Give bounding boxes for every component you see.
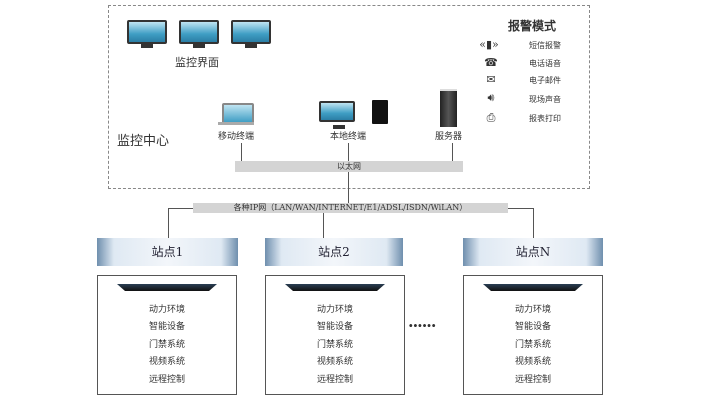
monitor-icon [179,20,219,48]
alarm-item: 现场声音 [529,95,561,104]
local-terminal-label: 本地终端 [330,132,367,142]
phone-icon: ☎ [484,56,498,69]
printer-icon: ⎙ [486,111,496,124]
device-icon [483,284,583,291]
center-title: 监控中心 [117,134,170,149]
station-header: 站点N [463,238,603,266]
monitor-label: 监控界面 [175,56,219,69]
monitor-icon [231,20,271,48]
ellipsis: ······ [408,316,436,335]
station-header: 站点2 [265,238,403,266]
alarm-title: 报警模式 [508,19,557,33]
ethernet-bar: 以太网 [235,161,463,172]
monitor-icon [127,20,167,48]
monitoring-center-box [108,5,590,189]
alarm-item: 报表打印 [529,114,561,123]
device-icon [285,284,385,291]
device-icon [117,284,217,291]
alarm-item: 电话语音 [529,59,561,68]
alarm-item: 短信报警 [529,41,561,50]
laptop-icon [222,103,254,124]
station-box: 动力环境智能设备门禁系统视频系统远程控制 [97,275,237,395]
server-icon [440,89,457,127]
sms-icon: «▮» [479,38,499,51]
mail-icon: ✉ [486,73,496,86]
tower-icon [372,100,388,124]
server-label: 服务器 [435,132,463,142]
ip-network-bar: 各种IP网（LAN/WAN/INTERNET/E1/ADSL/ISDN/WiLA… [193,203,508,213]
desktop-icon [319,101,355,129]
mobile-terminal-label: 移动终端 [218,132,255,142]
station-header: 站点1 [97,238,238,266]
speaker-icon: 🔊︎ [487,91,495,104]
station-box: 动力环境智能设备门禁系统视频系统远程控制 [265,275,405,395]
station-box: 动力环境智能设备门禁系统视频系统远程控制 [463,275,603,395]
alarm-item: 电子邮件 [529,76,561,85]
